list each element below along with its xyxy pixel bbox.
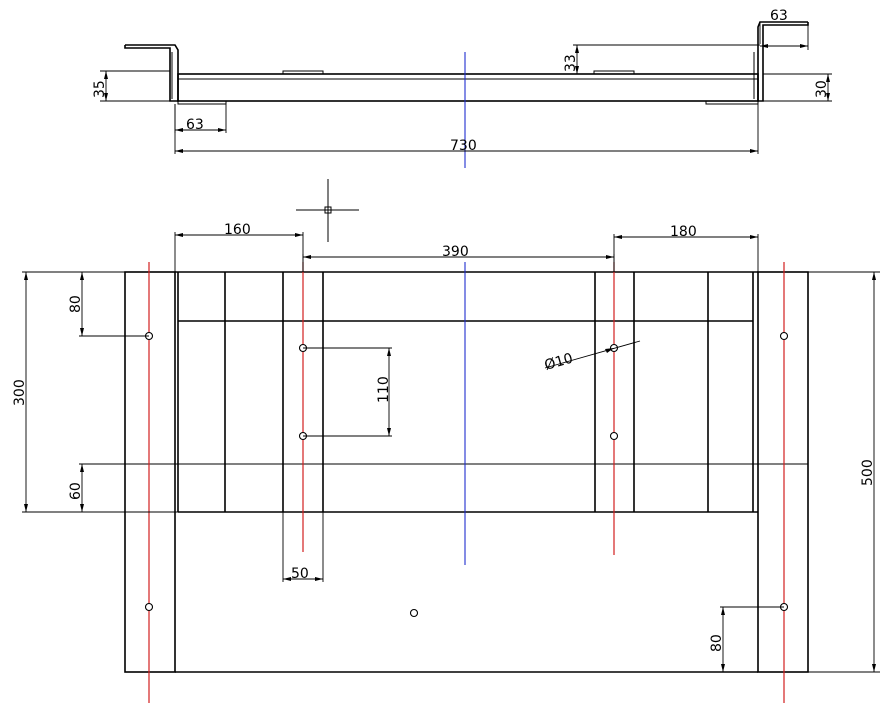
dim-right-offset-33: 33 <box>563 44 760 75</box>
dim-right-height-30: 30 <box>763 73 832 102</box>
dim-bottom-hole-offset: 80 <box>709 606 784 673</box>
left-rail <box>124 271 176 673</box>
dim-frame-height: 300 <box>12 271 178 513</box>
label-left-span: 160 <box>224 222 251 238</box>
label-bottom-hole-offset: 80 <box>709 634 725 652</box>
profile-bottom-plate-right <box>705 100 759 105</box>
right-rail <box>757 271 809 673</box>
dim-center-span: 390 <box>302 244 615 272</box>
label-left-flange: 63 <box>186 117 204 133</box>
label-top-flange-right: 63 <box>770 8 788 24</box>
hole <box>609 431 619 441</box>
dim-right-span: 180 <box>613 224 759 272</box>
label-frame-height: 300 <box>12 379 28 406</box>
dim-left-height-35: 35 <box>92 70 170 102</box>
dim-slot-width: 50 <box>282 512 324 582</box>
label-overall-height: 500 <box>860 459 876 486</box>
label-hole-diameter: Ø10 <box>543 351 575 374</box>
label-slot-width: 50 <box>291 566 309 582</box>
dim-bottom-offset-60: 60 <box>68 463 125 513</box>
label-right-height-30: 30 <box>814 80 830 98</box>
dim-left-span: 160 <box>174 222 304 272</box>
label-top-offset-80: 80 <box>68 295 84 313</box>
dim-top-flange-right: 63 <box>759 8 809 50</box>
cad-crosshair-cursor <box>296 179 359 242</box>
hole <box>409 608 419 618</box>
label-right-offset-33: 33 <box>563 54 579 72</box>
label-hole-pitch: 110 <box>376 376 392 403</box>
label-bottom-offset-60: 60 <box>68 482 84 500</box>
dim-top-offset-80: 80 <box>68 271 149 337</box>
profile-bottom-plate-left <box>177 100 227 105</box>
dim-hole-pitch: 110 <box>303 347 392 437</box>
profile-plate-right <box>593 70 635 75</box>
label-center-span: 390 <box>442 244 469 260</box>
dim-left-flange: 63 <box>174 104 227 133</box>
label-overall-width: 730 <box>450 138 477 154</box>
dim-overall-width: 730 <box>174 104 759 154</box>
dim-overall-height: 500 <box>808 271 880 673</box>
profile-beam <box>177 73 759 102</box>
hole <box>779 331 789 341</box>
hole <box>144 602 154 612</box>
left-angle-bracket <box>124 44 179 102</box>
dim-hole-diameter: Ø10 <box>543 340 641 374</box>
right-angle-bracket <box>757 21 809 102</box>
label-right-span: 180 <box>670 224 697 240</box>
side-profile-view <box>124 21 809 168</box>
plan-view <box>124 262 809 703</box>
label-left-height-35: 35 <box>92 80 108 98</box>
profile-plate-left <box>282 70 324 75</box>
